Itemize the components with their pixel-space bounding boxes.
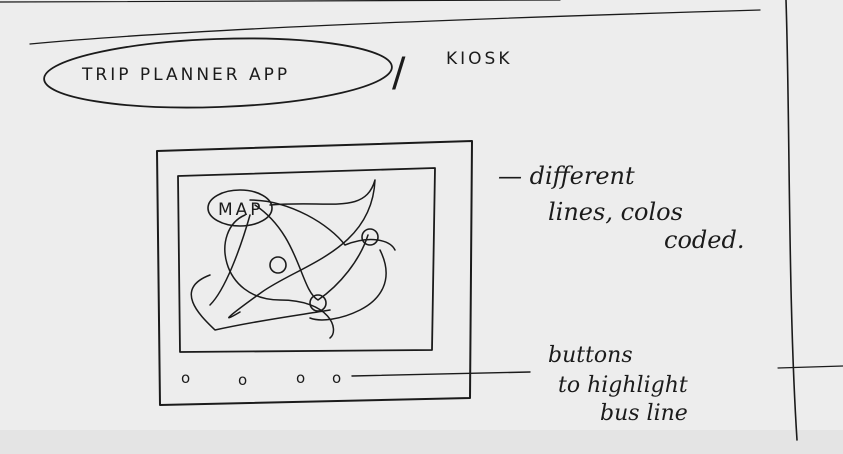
bus-stop-marker xyxy=(269,256,287,274)
route-line xyxy=(249,199,396,251)
bus-stop-marker xyxy=(361,228,379,246)
annotation-line: buttons xyxy=(548,343,633,368)
bus-line-button-4[interactable]: o xyxy=(332,369,344,387)
buttons-annotation: buttons to highlight bus line xyxy=(548,343,688,426)
paper-top-edge xyxy=(0,0,561,3)
annotation-line: bus line xyxy=(600,401,688,426)
lines-annotation: — different lines, colos coded. xyxy=(498,162,744,254)
page-edge-tick xyxy=(777,365,843,369)
bus-line-button-3[interactable]: o xyxy=(296,369,308,387)
route-line xyxy=(224,214,335,339)
route-line xyxy=(254,204,369,301)
bus-line-buttons: o o o o xyxy=(181,369,344,389)
annotation-line: — different xyxy=(498,162,635,190)
bus-stop-marker xyxy=(309,294,327,312)
title-ellipse xyxy=(43,37,393,109)
annotation-line: to highlight xyxy=(558,373,688,398)
kiosk-outer-frame xyxy=(156,140,473,406)
route-line xyxy=(190,274,331,331)
paper-bottom-shade xyxy=(0,430,843,454)
annotation-line: lines, colos xyxy=(548,198,683,226)
title-rule-line xyxy=(29,9,761,45)
bus-line-button-1[interactable]: o xyxy=(181,369,193,387)
route-line xyxy=(209,214,251,306)
app-title: TRIP PLANNER APP xyxy=(81,65,290,85)
route-line xyxy=(309,249,387,321)
page-edge-line xyxy=(785,0,798,441)
map-screen-frame xyxy=(177,167,436,353)
title-separator: / xyxy=(392,50,408,96)
route-line xyxy=(228,179,376,319)
bus-line-button-2[interactable]: o xyxy=(238,371,250,389)
map-label-ellipse xyxy=(207,189,273,227)
buttons-pointer-line xyxy=(351,371,531,377)
annotation-line: coded. xyxy=(664,226,744,254)
kiosk-label: KIOSK xyxy=(446,49,512,69)
bus-route-lines xyxy=(190,179,396,339)
